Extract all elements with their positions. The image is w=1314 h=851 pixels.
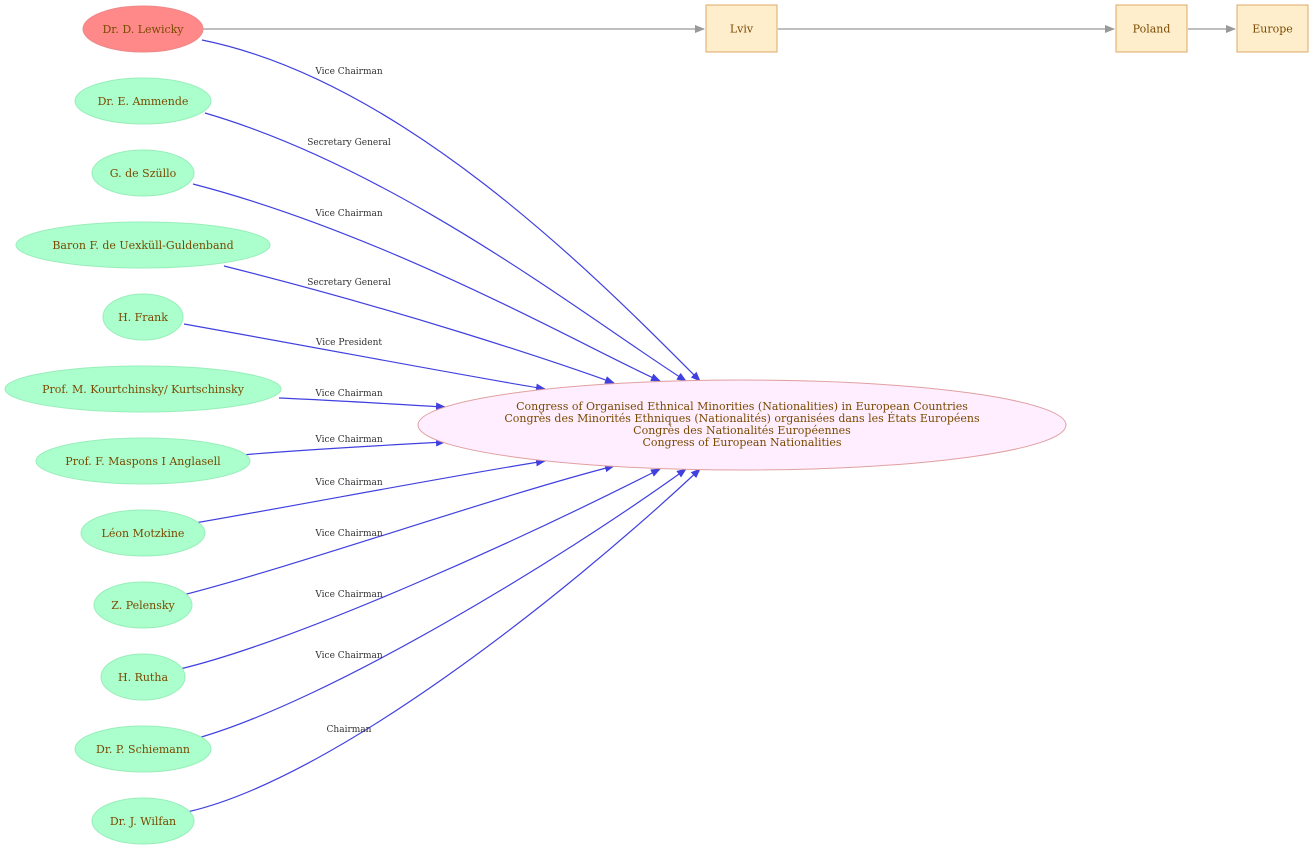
- person-shape: [80, 509, 206, 557]
- person-shape: [15, 221, 271, 269]
- place-name: Europe: [1252, 23, 1293, 36]
- edge-label-g-de-szullo: Vice Chairman: [314, 209, 383, 219]
- edge-label-dr-e-ammende: Secretary General: [307, 138, 391, 148]
- person-node-baron-f-de-uexkull-guldenband[interactable]: Baron F. de Uexküll-Guldenband: [15, 221, 271, 269]
- person-name: Dr. E. Ammende: [98, 95, 189, 108]
- person-node-dr-j-wilfan[interactable]: Dr. J. Wilfan: [91, 797, 195, 845]
- edge-dr-p-schiemann: [197, 468, 687, 739]
- congress-name-line: Congrès des Minorités Ethniques (Nationa…: [504, 411, 980, 425]
- congress-name-line: Congress of Organised Ethnical Minoritie…: [516, 400, 968, 413]
- person-name: Baron F. de Uexküll-Guldenband: [52, 239, 233, 252]
- congress-node[interactable]: Congress of Organised Ethnical Minoritie…: [417, 379, 1067, 471]
- person-shape: [91, 797, 195, 845]
- person-shape: [74, 77, 212, 125]
- person-shape: [102, 293, 184, 341]
- place-shape: [1115, 4, 1188, 53]
- edge-g-de-szullo: [192, 183, 661, 382]
- person-node-g-de-szullo[interactable]: G. de Szüllo: [91, 149, 195, 197]
- edge-label-prof-m-kourtchinsky-kurtschinsky: Vice Chairman: [314, 389, 383, 399]
- place-shape: [705, 4, 778, 53]
- person-node-h-frank[interactable]: H. Frank: [102, 293, 184, 341]
- person-node-leon-motzkine[interactable]: Léon Motzkine: [80, 509, 206, 557]
- person-shape: [100, 653, 186, 701]
- congress-name-line: Congrès des Nationalités Européennes: [633, 424, 851, 437]
- edge-z-pelensky: [182, 464, 615, 596]
- person-node-h-rutha[interactable]: H. Rutha: [100, 653, 186, 701]
- place-node-poland[interactable]: Poland: [1115, 4, 1188, 53]
- edge-label-dr-p-schiemann: Vice Chairman: [314, 651, 383, 661]
- person-node-prof-m-kourtchinsky-kurtschinsky[interactable]: Prof. M. Kourtchinsky/ Kurtschinsky: [4, 365, 282, 413]
- edge-h-frank: [183, 323, 546, 392]
- person-shape: [35, 437, 251, 485]
- place-node-lviv[interactable]: Lviv: [705, 4, 778, 53]
- person-name: Prof. F. Maspons I Anglasell: [65, 455, 221, 468]
- edge-label-h-frank: Vice President: [315, 338, 383, 348]
- person-shape: [82, 5, 204, 53]
- place-name: Lviv: [730, 23, 754, 36]
- edge-h-rutha: [179, 468, 661, 670]
- person-name: Dr. J. Wilfan: [110, 815, 176, 828]
- person-name: Z. Pelensky: [111, 599, 175, 612]
- person-node-prof-f-maspons-i-anglasell[interactable]: Prof. F. Maspons I Anglasell: [35, 437, 251, 485]
- edge-label-h-rutha: Vice Chairman: [314, 590, 383, 600]
- person-name: Dr. P. Schiemann: [96, 743, 190, 756]
- person-node-z-pelensky[interactable]: Z. Pelensky: [93, 581, 193, 629]
- edge-label-z-pelensky: Vice Chairman: [314, 529, 383, 539]
- edge-label-leon-motzkine: Vice Chairman: [314, 478, 383, 488]
- edge-label-prof-f-maspons-i-anglasell: Vice Chairman: [314, 435, 383, 445]
- edge-dr-e-ammende: [204, 112, 687, 382]
- edge-dr-j-wilfan: [186, 468, 701, 813]
- person-name: H. Frank: [118, 311, 168, 324]
- person-name: Dr. D. Lewicky: [102, 23, 184, 36]
- person-name: Léon Motzkine: [102, 527, 185, 540]
- place-shape: [1236, 4, 1309, 53]
- edge-prof-f-maspons-i-anglasell: [240, 438, 446, 456]
- edge-prof-m-kourtchinsky-kurtschinsky: [278, 397, 446, 411]
- person-name: G. de Szüllo: [110, 167, 177, 180]
- edge-label-baron-f-de-uexkull-guldenband: Secretary General: [307, 278, 391, 288]
- place-name: Poland: [1133, 23, 1171, 36]
- place-node-europe[interactable]: Europe: [1236, 4, 1309, 53]
- congress-name-line: Congress of European Nationalities: [642, 436, 841, 449]
- person-shape: [4, 365, 282, 413]
- person-shape: [74, 725, 212, 773]
- edge-dr-d-lewicky: [201, 39, 701, 382]
- edge-label-dr-d-lewicky: Vice Chairman: [314, 67, 383, 77]
- person-shape: [91, 149, 195, 197]
- edge-label-dr-j-wilfan: Chairman: [327, 725, 372, 735]
- person-name: H. Rutha: [118, 671, 168, 684]
- congress-shape: [417, 379, 1067, 471]
- person-node-dr-d-lewicky[interactable]: Dr. D. Lewicky: [82, 5, 204, 53]
- person-node-dr-p-schiemann[interactable]: Dr. P. Schiemann: [74, 725, 212, 773]
- edge-leon-motzkine: [194, 458, 546, 524]
- edge-baron-f-de-uexkull-guldenband: [223, 265, 615, 384]
- person-name: Prof. M. Kourtchinsky/ Kurtschinsky: [42, 383, 245, 396]
- person-node-dr-e-ammende[interactable]: Dr. E. Ammende: [74, 77, 212, 125]
- person-shape: [93, 581, 193, 629]
